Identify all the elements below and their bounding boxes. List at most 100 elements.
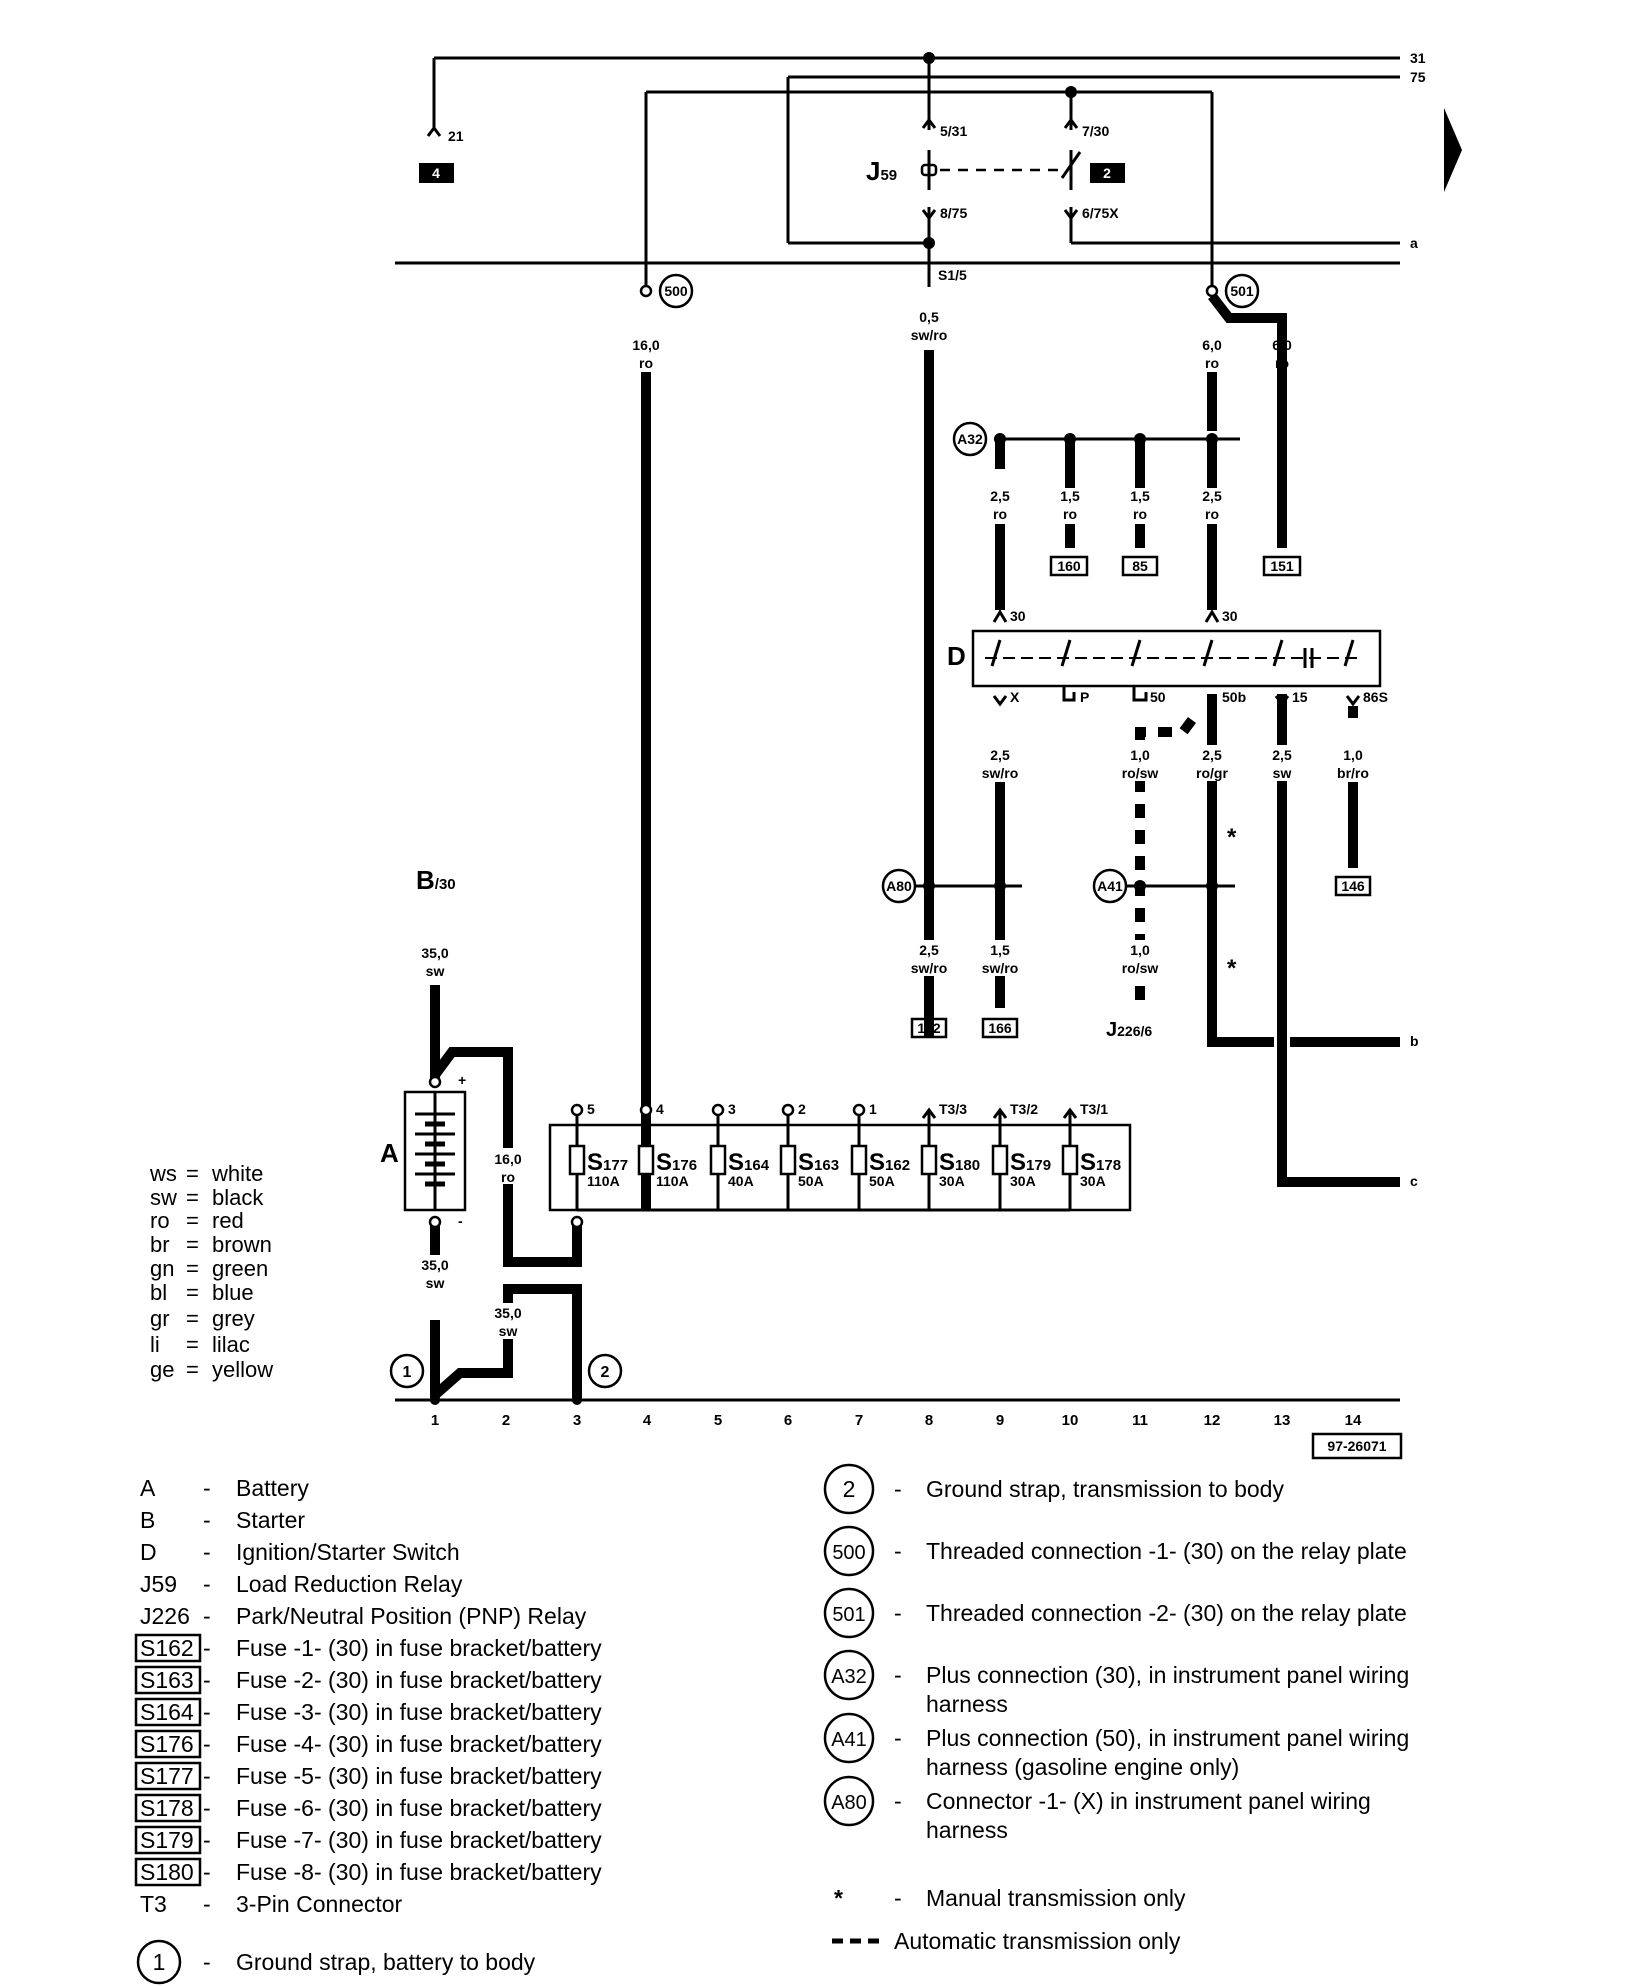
- d-terminal-p: P: [1080, 689, 1089, 705]
- a32-wire-4-color: ro: [1205, 506, 1219, 522]
- ref-85-label: 85: [1132, 558, 1148, 574]
- fuse-s163-amp: 50A: [798, 1173, 824, 1189]
- legend-code: S164: [140, 1699, 194, 1725]
- ref-166-label: 166: [988, 1020, 1012, 1036]
- next-page-arrow-icon: [1444, 108, 1462, 192]
- fuse-s180-amp: 30A: [939, 1173, 965, 1189]
- d-wire-86s-size: 1,0: [1343, 747, 1363, 763]
- legend-code: S179: [140, 1827, 194, 1853]
- wire-s15-color: sw/ro: [911, 327, 948, 343]
- legend-code: 501: [832, 1604, 865, 1626]
- diagram-id-box: [1311, 1432, 1403, 1460]
- wire-501a-color: ro: [1205, 355, 1219, 371]
- color-code: li: [150, 1332, 160, 1357]
- ref-146-label: 146: [1341, 878, 1365, 894]
- legend-code-box: [134, 1633, 202, 1663]
- color-eq: =: [186, 1208, 199, 1233]
- fuse-s162: S162: [869, 1149, 910, 1176]
- fuse-s179: S179: [1010, 1149, 1051, 1176]
- legend-desc: Fuse -2- (30) in fuse bracket/battery: [236, 1667, 602, 1693]
- d-terminal-86s: 86S: [1363, 689, 1388, 705]
- color-eq: =: [186, 1185, 199, 1210]
- fuse-s176-amp: 110A: [656, 1173, 689, 1189]
- svg-text:-: -: [203, 1571, 211, 1597]
- fuse-s179-amp: 30A: [1010, 1173, 1036, 1189]
- grid-number: 7: [855, 1412, 863, 1429]
- wire-gnd2-size: 35,0: [494, 1305, 521, 1321]
- color-code: ge: [150, 1357, 174, 1382]
- fuse-term-t3-1: T3/1: [1080, 1101, 1108, 1117]
- battery-a: [403, 1075, 467, 1229]
- color-name: red: [212, 1208, 244, 1233]
- fuse-s164: S164: [728, 1149, 770, 1176]
- a32-wire-2-color: ro: [1063, 506, 1077, 522]
- color-name: black: [212, 1185, 264, 1210]
- ref-151-label: 151: [1270, 558, 1294, 574]
- wire-bat-fuse-size: 16,0: [494, 1151, 521, 1167]
- d-wire-50-color: ro/sw: [1122, 765, 1159, 781]
- wire-bat-fuse-color: ro: [501, 1169, 515, 1185]
- a80-label: A80: [886, 878, 912, 894]
- grid-numbers: 1 2 3 4 5 6 7 8 9 10 11 12 13 14: [431, 1412, 1362, 1429]
- color-name: green: [212, 1256, 268, 1281]
- color-eq: =: [186, 1280, 199, 1305]
- legend-desc: Threaded connection -2- (30) on the rela…: [926, 1600, 1407, 1626]
- wire-501b-size: 6,0: [1272, 337, 1292, 353]
- a32-wire-3-size: 1,5: [1130, 488, 1150, 504]
- fuse-s163: S163: [798, 1149, 839, 1176]
- fuse-term-t3-3: T3/3: [939, 1101, 967, 1117]
- legend-desc: Ground strap, battery to body: [236, 1949, 536, 1975]
- junction-dots: [923, 52, 1077, 249]
- svg-text:-: -: [203, 1891, 211, 1917]
- legend-left: A - Battery B - Starter D - Ignition/Sta…: [134, 1475, 602, 1985]
- color-name: yellow: [212, 1357, 273, 1382]
- manual-marker-2: *: [1227, 955, 1237, 982]
- ground-2-label: 2: [601, 1364, 610, 1381]
- legend-code: D: [140, 1539, 157, 1565]
- svg-text:-: -: [203, 1949, 211, 1975]
- legend-circle-icon: [823, 1525, 875, 1577]
- fuse-term-t3-2: T3/2: [1010, 1101, 1038, 1117]
- s1-5-label: S1/5: [938, 267, 967, 283]
- svg-text:-: -: [203, 1731, 211, 1757]
- color-code: bl: [150, 1280, 167, 1305]
- ref-box-85: [1121, 555, 1159, 577]
- legend-circle-icon: [823, 1775, 875, 1827]
- wire-501a-size: 6,0: [1202, 337, 1222, 353]
- legend-desc: Starter: [236, 1507, 305, 1533]
- heavy-wires: [641, 292, 1400, 1187]
- pin-21-label: 21: [448, 128, 464, 144]
- legend-code-box: [134, 1793, 202, 1823]
- svg-text:-: -: [894, 1600, 902, 1626]
- svg-text:-: -: [203, 1699, 211, 1725]
- d-wire-15-color: sw: [1273, 765, 1292, 781]
- ref-box-4-label: 4: [432, 165, 440, 181]
- legend-note-desc: Manual transmission only: [926, 1885, 1186, 1911]
- color-code: sw: [150, 1185, 177, 1210]
- legend-desc: Fuse -7- (30) in fuse bracket/battery: [236, 1827, 602, 1853]
- legend-circle-icon: [823, 1587, 875, 1639]
- ref-box-4: [419, 163, 454, 183]
- low-wire-1-color: sw/ro: [911, 960, 948, 976]
- color-eq: =: [186, 1306, 199, 1331]
- grid-number: 6: [784, 1412, 792, 1429]
- legend-desc: Fuse -4- (30) in fuse bracket/battery: [236, 1731, 602, 1757]
- fuse-s177: S177: [587, 1149, 628, 1176]
- ignition-switch-d-label: D: [947, 641, 966, 671]
- legend-desc-cont: harness (gasoline engine only): [926, 1754, 1239, 1780]
- d-terminal-x: X: [1010, 689, 1020, 705]
- legend-code: S162: [140, 1635, 194, 1661]
- a80-bus: [881, 868, 1022, 904]
- wire-501b-color: ro: [1275, 355, 1289, 371]
- ref-box-160: [1049, 555, 1089, 577]
- fuse-term-2: 2: [798, 1101, 806, 1117]
- connection-501: [1205, 273, 1260, 309]
- legend-ground-1-icon: [136, 1939, 182, 1985]
- d-wire-86s-color: br/ro: [1337, 765, 1369, 781]
- starter-b-label: B/30: [416, 865, 456, 895]
- legend-desc: Ground strap, transmission to body: [926, 1476, 1284, 1502]
- grid-number: 10: [1062, 1412, 1079, 1429]
- connection-500: [639, 92, 694, 309]
- ref-box-2: [1090, 163, 1125, 183]
- legend-code-box: [134, 1665, 202, 1695]
